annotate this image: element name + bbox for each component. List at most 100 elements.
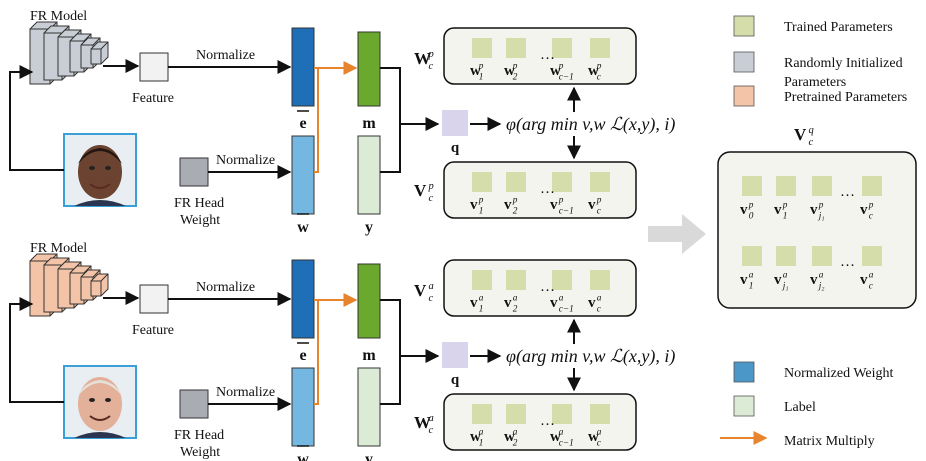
e-bar-bottom bbox=[291, 259, 315, 339]
W-set-bottom-item-4: wac bbox=[588, 428, 602, 449]
W-set-top-item-1-sup: p bbox=[512, 62, 518, 72]
model-layer-edge bbox=[91, 41, 109, 64]
merged-row1-cell bbox=[742, 176, 762, 196]
merged-row1-item-2-base: v bbox=[810, 202, 818, 218]
merged-row2-item-0-sup: a bbox=[749, 271, 754, 281]
W-set-bottom-item-0-sub: 1 bbox=[479, 439, 484, 449]
V_set-symbol-bottom-base: V bbox=[414, 281, 427, 300]
V-set-top-item-1-base: v bbox=[504, 197, 512, 213]
W-set-top-item-0-sub: 1 bbox=[479, 73, 484, 83]
W-set-bottom-item-3: wac−1 bbox=[550, 428, 574, 449]
merged-row2-item-1-sub: j₁ bbox=[782, 282, 789, 292]
m-bar-top bbox=[357, 31, 381, 107]
fr-model-label-top: FR Model bbox=[30, 9, 87, 24]
param-cell bbox=[590, 172, 610, 192]
y-bar-bottom bbox=[357, 367, 381, 447]
V_set-symbol-top-sup: p bbox=[427, 181, 433, 192]
V-set-top-item-0-sup: p bbox=[478, 196, 484, 206]
param-cell bbox=[552, 172, 572, 192]
legend-bottom-label-2: Matrix Multiply bbox=[784, 434, 875, 449]
V-set-top-item-4-sub: c bbox=[597, 207, 602, 217]
w-bar-bottom bbox=[291, 367, 315, 447]
param-cell bbox=[506, 172, 526, 192]
W-set-top-item-4-base: w bbox=[588, 63, 599, 79]
legend-swatch-bottom-1 bbox=[733, 395, 755, 417]
W_set-symbol-bottom-sup: a bbox=[428, 413, 433, 424]
m-y-bracket-top bbox=[380, 67, 401, 173]
V-set-top bbox=[443, 161, 637, 219]
merged-row2-item-2-sup: a bbox=[819, 271, 824, 281]
W-set-bottom-item-0: wa1 bbox=[470, 428, 484, 449]
W-set-bottom-item-1-sup: a bbox=[513, 428, 518, 438]
input-face-top bbox=[63, 133, 137, 207]
param-cell bbox=[506, 270, 526, 290]
q-label-bottom: q bbox=[451, 372, 460, 388]
W-set-bottom-item-1-base: w bbox=[504, 429, 515, 445]
head-box-bottom bbox=[179, 389, 209, 419]
e-label-bottom: e bbox=[299, 347, 306, 364]
V-set-top-item-1-sub: 2 bbox=[513, 207, 518, 217]
W-set-bottom-item-1: wa2 bbox=[504, 428, 518, 449]
V_set-symbol-bottom-sup: a bbox=[428, 281, 433, 292]
m-y-bracket-bottom bbox=[380, 299, 401, 405]
merged-set-symbol-sup: q bbox=[808, 125, 814, 136]
V-set-bottom-item-1-sup: a bbox=[513, 294, 518, 304]
merged-row1-ellipsis-base: … bbox=[840, 184, 855, 200]
W-set-top-item-3-sub: c−1 bbox=[559, 73, 574, 83]
merged-row2-cell bbox=[742, 246, 762, 266]
param-cell bbox=[590, 404, 610, 424]
param-cell bbox=[506, 404, 526, 424]
W-set-bottom-item-4-sup: a bbox=[597, 428, 602, 438]
param-cell bbox=[472, 172, 492, 192]
merged-row2-item-1-sup: a bbox=[783, 271, 788, 281]
merged-row1-item-4-base: v bbox=[860, 202, 868, 218]
W-set-top-item-4-sub: c bbox=[597, 73, 602, 83]
V-set-bottom-item-0-base: v bbox=[470, 295, 478, 311]
normalize-feature-label-top: Normalize bbox=[196, 48, 255, 63]
W_set-symbol-top: Wpc bbox=[414, 49, 434, 72]
V_set-symbol-top-sub: c bbox=[428, 193, 433, 204]
param-cell bbox=[472, 270, 492, 290]
merge-arrow bbox=[648, 214, 706, 254]
W_set-symbol-bottom: Wac bbox=[414, 413, 434, 436]
W-set-bottom-item-0-base: w bbox=[470, 429, 481, 445]
V-set-bottom bbox=[443, 259, 637, 317]
fr-model-bottom bbox=[29, 253, 109, 317]
merged-row2-ellipsis: … bbox=[840, 254, 855, 270]
V-set-top-item-0-base: v bbox=[470, 197, 478, 213]
feature-label-top: Feature bbox=[132, 91, 174, 106]
W-set-top-item-3-base: w bbox=[550, 63, 561, 79]
y-bar-top bbox=[357, 135, 381, 215]
V-set-top-ellipsis: … bbox=[540, 181, 555, 197]
W-set-bottom-item-4-base: w bbox=[588, 429, 599, 445]
legend-swatch-top-2 bbox=[733, 85, 755, 107]
W-set-top-ellipsis-base: … bbox=[540, 47, 555, 63]
W-set-bottom-item-4-sub: c bbox=[597, 439, 602, 449]
W-set-top-ellipsis: … bbox=[540, 47, 555, 63]
normalize-head-label-top: Normalize bbox=[216, 153, 275, 168]
merged-row1-item-1-sub: 1 bbox=[783, 212, 788, 222]
matrix-multiply-top bbox=[314, 61, 358, 173]
legend-top-label2-1: Parameters bbox=[784, 75, 846, 90]
merged-row2-cell bbox=[776, 246, 796, 266]
W-set-top-item-0-base: w bbox=[470, 63, 481, 79]
model-layer-edge bbox=[91, 273, 109, 296]
m-label-bottom: m bbox=[362, 347, 376, 364]
y-label-bottom: y bbox=[365, 451, 373, 461]
V-set-top-item-3-base: v bbox=[550, 197, 558, 213]
merged-row2-item-4-sup: a bbox=[869, 271, 874, 281]
q-box-bottom bbox=[442, 342, 468, 368]
merged-row2-cell bbox=[812, 246, 832, 266]
W-set-top-item-3: wpc−1 bbox=[550, 62, 574, 83]
normalize-head-label-bottom: Normalize bbox=[216, 385, 275, 400]
W-set-top-item-1-base: w bbox=[504, 63, 515, 79]
